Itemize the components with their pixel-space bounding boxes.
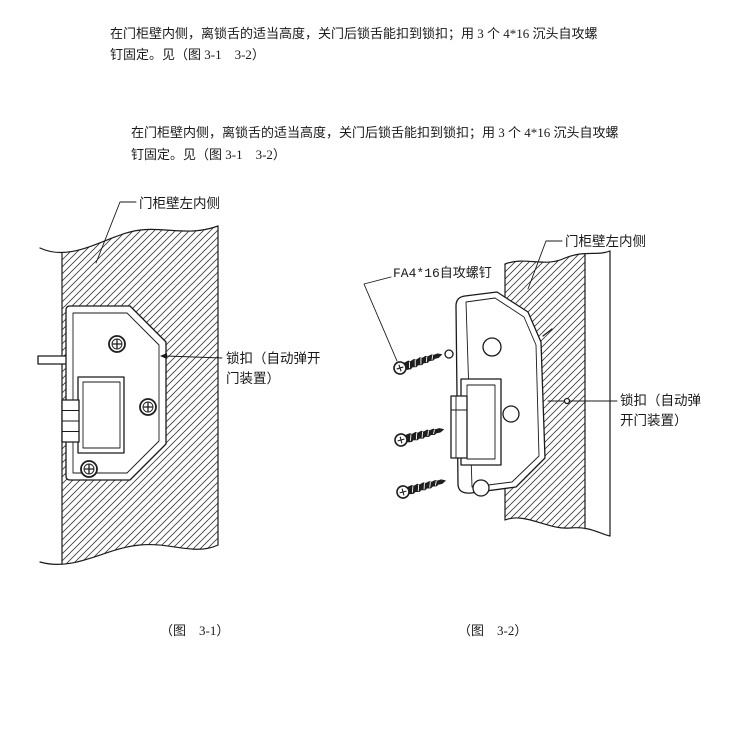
leader-marker (563, 397, 571, 405)
figure-3-1-labels: 门柜壁左内侧 锁扣（自动弹开 门装置） (95, 196, 321, 386)
catch-label-leader-line (165, 355, 223, 359)
instruction-line: 钉固定。见（图 3-1 3-2） (110, 47, 265, 62)
screw-head (139, 398, 157, 416)
wall-label-leader-line (95, 201, 137, 264)
catch-hinge (61, 399, 80, 443)
latch-tongue-detail (450, 395, 468, 459)
catch-pin (37, 355, 69, 365)
mounting-hole (482, 337, 502, 357)
catch-label-line-2: 开门装置） (620, 413, 688, 428)
figure-3-2-lock-catch (444, 291, 553, 497)
instruction-line: 在门柜壁内侧，离锁舌的适当高度，关门后锁舌能扣到锁扣；用 3 个 4*16 沉头… (110, 26, 598, 41)
catch-slot (460, 378, 502, 466)
screw-label-leader-line (363, 276, 398, 362)
catch-label-line-2: 门装置） (226, 371, 280, 386)
leader-arrowhead (160, 353, 167, 359)
figure-3-2: FA4*16自攻螺钉 门柜壁左内侧 锁扣（自动弹 开门装置） (363, 234, 701, 537)
catch-label-line-1: 锁扣（自动弹 (620, 393, 701, 408)
figure-3-2-caption: （图 3-2） (458, 623, 528, 638)
catch-latch-tongue (450, 395, 468, 459)
instruction-line: 钉固定。见（图 3-1 3-2） (131, 147, 286, 162)
tapping-screw (392, 422, 446, 449)
figure-3-1-caption: （图 3-1） (160, 623, 230, 638)
catch-pin (542, 328, 553, 337)
instruction-line: 在门柜壁内侧，离锁舌的适当高度，关门后锁舌能扣到锁扣；用 3 个 4*16 沉头… (131, 125, 619, 140)
wall-bottom-break-line (504, 517, 611, 537)
instruction-paragraph: 在门柜壁内侧，离锁舌的适当高度，关门后锁舌能扣到锁扣；用 3 个 4*16 沉头… (131, 122, 619, 166)
catch-label-line-1: 锁扣（自动弹开 (226, 351, 321, 366)
wall-label-leader-line (527, 240, 563, 290)
catch-slot-inner (82, 381, 121, 449)
tapping-screw (394, 474, 448, 501)
catch-face-outline (72, 312, 160, 474)
screw-hole (444, 349, 454, 359)
mounting-hole (472, 479, 490, 497)
figure-3-2-labels: FA4*16自攻螺钉 门柜壁左内侧 锁扣（自动弹 开门装置） (363, 234, 701, 428)
screw-label: FA4*16自攻螺钉 (393, 266, 492, 281)
figure-3-2-screws (391, 347, 448, 501)
catch-slot (77, 376, 125, 454)
screw-head (108, 335, 126, 353)
tapping-screw (391, 347, 445, 377)
wall-bottom-break-line (39, 543, 219, 566)
instruction-paragraph: 在门柜壁内侧，离锁舌的适当高度，关门后锁舌能扣到锁扣；用 3 个 4*16 沉头… (110, 23, 598, 65)
wall-top-break-line (504, 250, 611, 265)
mounting-hole (502, 405, 520, 423)
wall-top-break-line (39, 225, 219, 254)
figure-3-1-lock-catch (37, 305, 167, 481)
wall-label: 门柜壁左内侧 (139, 196, 220, 211)
figure-3-1: 门柜壁左内侧 锁扣（自动弹开 门装置） (37, 196, 321, 566)
wall-label: 门柜壁左内侧 (565, 234, 646, 249)
screw-head (80, 460, 98, 478)
